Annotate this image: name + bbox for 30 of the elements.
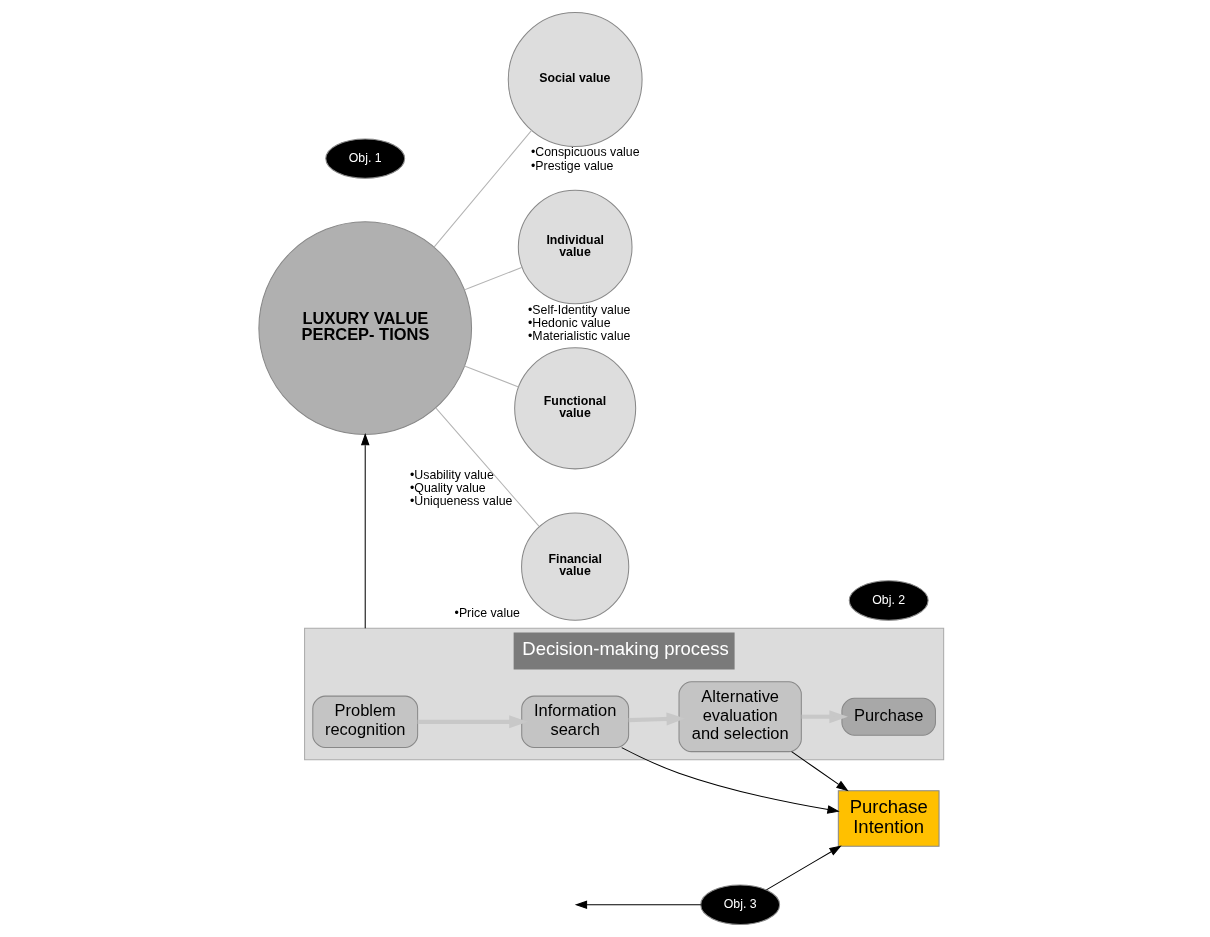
node-circle: LUXURY VALUE PERCEP- TIONS [257,221,472,436]
node-circle: Functional value [513,347,636,470]
node-box: Problem recognition [311,695,418,749]
arrow [360,432,370,629]
arrow [790,751,849,792]
node-circle: Financial value [520,512,629,621]
connector [433,129,532,248]
node-label: •Price value [454,605,520,620]
node-box: Purchase [840,697,936,736]
node-ellipse: Obj. 2 [848,580,929,621]
node-label: •Self-Identity value [527,302,630,317]
node-label: •Uniqueness value [409,494,512,509]
arrow [574,900,701,910]
node-ellipse: Obj. 1 [324,138,405,179]
node-label: •Materialistic value [527,329,630,344]
node-circle: Individual value [517,189,633,305]
arrow [801,710,848,724]
node-ellipse: Obj. 3 [699,884,780,925]
node-box: Alternative evaluation and selection [678,681,802,753]
connector [463,365,519,388]
node-circle: Social value [507,12,643,147]
node-label: •Usability value [409,467,494,482]
arrow [620,747,840,814]
node-box: Purchase Intention [837,790,940,847]
arrow [765,845,842,891]
connector [463,266,523,291]
connector [434,407,540,527]
node-box: Information search [520,695,629,749]
node-label: •Prestige value [530,158,613,173]
node-label: •Conspicuous value [530,145,640,160]
